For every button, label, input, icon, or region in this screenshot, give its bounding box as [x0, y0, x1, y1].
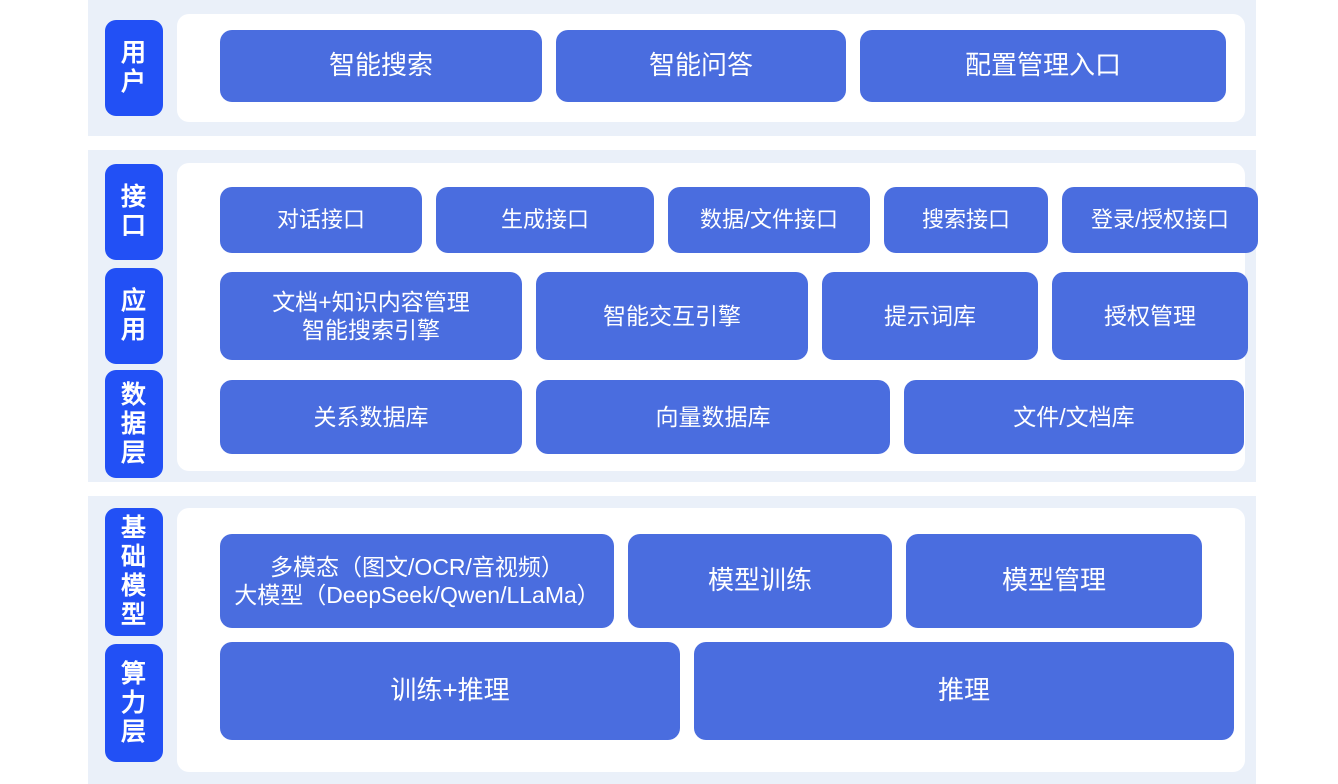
- layer-tab-application-label: 应用: [120, 287, 147, 344]
- row-interface: 对话接口 生成接口 数据/文件接口 搜索接口 登录/授权接口: [220, 187, 1258, 253]
- row-data: 关系数据库 向量数据库 文件/文档库: [220, 380, 1244, 454]
- layer-tab-data[interactable]: 数据层: [105, 370, 163, 478]
- box-data-file-api[interactable]: 数据/文件接口: [668, 187, 870, 253]
- layer-tab-interface[interactable]: 接口: [105, 164, 163, 260]
- box-multimodal-llm-line1: 多模态（图文/OCR/音视频）: [270, 553, 564, 580]
- box-doc-knowledge-management-line1: 文档+知识内容管理: [272, 288, 470, 315]
- layer-tab-user-label: 用户: [120, 39, 147, 96]
- box-chat-api[interactable]: 对话接口: [220, 187, 422, 253]
- box-prompt-library[interactable]: 提示词库: [822, 272, 1038, 360]
- box-intelligent-search[interactable]: 智能搜索: [220, 30, 542, 102]
- box-model-management[interactable]: 模型管理: [906, 534, 1202, 628]
- box-model-training[interactable]: 模型训练: [628, 534, 892, 628]
- box-generation-api[interactable]: 生成接口: [436, 187, 654, 253]
- box-search-api[interactable]: 搜索接口: [884, 187, 1048, 253]
- row-foundation-model: 多模态（图文/OCR/音视频） 大模型（DeepSeek/Qwen/LLaMa）…: [220, 534, 1202, 628]
- layer-tab-application[interactable]: 应用: [105, 268, 163, 364]
- row-user-entries: 智能搜索 智能问答 配置管理入口: [220, 30, 1226, 102]
- box-file-document-repository[interactable]: 文件/文档库: [904, 380, 1244, 454]
- row-compute: 训练+推理 推理: [220, 642, 1234, 740]
- box-multimodal-llm[interactable]: 多模态（图文/OCR/音视频） 大模型（DeepSeek/Qwen/LLaMa）: [220, 534, 614, 628]
- box-config-management-entry[interactable]: 配置管理入口: [860, 30, 1226, 102]
- box-training-inference[interactable]: 训练+推理: [220, 642, 680, 740]
- layer-tab-compute-label: 算力层: [120, 659, 147, 746]
- box-relational-database[interactable]: 关系数据库: [220, 380, 522, 454]
- layer-tab-compute[interactable]: 算力层: [105, 644, 163, 762]
- box-doc-knowledge-management[interactable]: 文档+知识内容管理 智能搜索引擎: [220, 272, 522, 360]
- row-application: 文档+知识内容管理 智能搜索引擎 智能交互引擎 提示词库 授权管理: [220, 272, 1248, 360]
- layer-tab-foundation-model-label: 基础模型: [120, 514, 147, 629]
- box-intelligent-qa[interactable]: 智能问答: [556, 30, 846, 102]
- layer-tab-data-label: 数据层: [120, 380, 147, 467]
- box-inference[interactable]: 推理: [694, 642, 1234, 740]
- box-login-auth-api[interactable]: 登录/授权接口: [1062, 187, 1258, 253]
- box-multimodal-llm-line2: 大模型（DeepSeek/Qwen/LLaMa）: [234, 582, 600, 608]
- box-doc-knowledge-management-line2: 智能搜索引擎: [302, 317, 440, 343]
- box-interactive-engine[interactable]: 智能交互引擎: [536, 272, 808, 360]
- layer-tab-user[interactable]: 用户: [105, 20, 163, 116]
- layer-tab-interface-label: 接口: [120, 183, 147, 240]
- box-authorization-management[interactable]: 授权管理: [1052, 272, 1248, 360]
- box-vector-database[interactable]: 向量数据库: [536, 380, 890, 454]
- layer-tab-foundation-model[interactable]: 基础模型: [105, 508, 163, 636]
